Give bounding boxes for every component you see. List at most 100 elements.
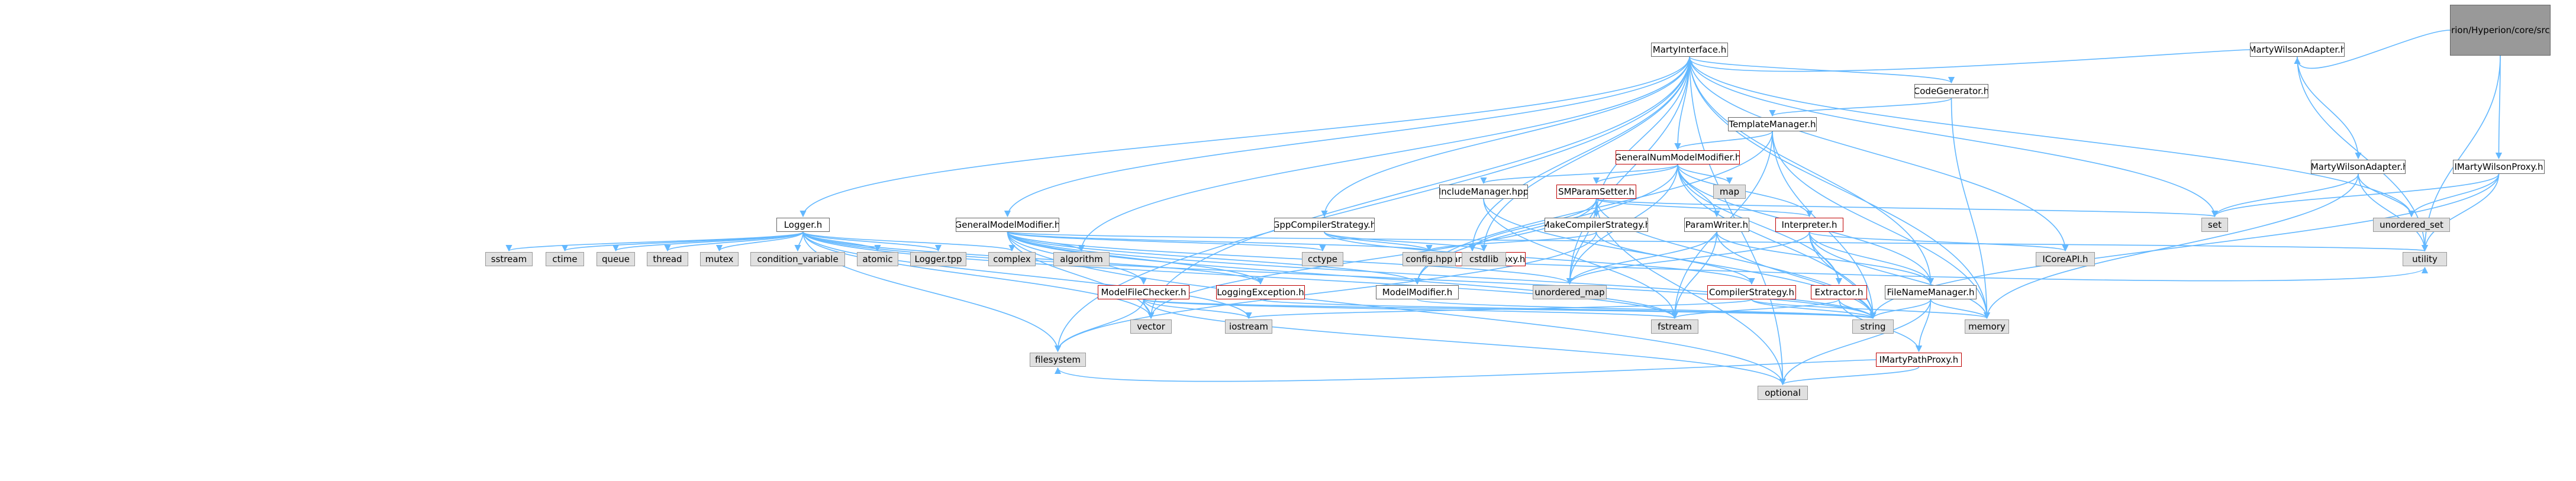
- edge-mi-umap: [1566, 56, 1690, 285]
- node-string[interactable]: string: [1852, 319, 1894, 334]
- node-label: ctime: [552, 254, 578, 264]
- edge-gnmm-smps: [1593, 164, 1678, 185]
- edge-mi-fnm: [1689, 56, 1935, 285]
- node-mcs[interactable]: MakeCompilerStrategy.h: [1545, 218, 1648, 232]
- edge-interp-icoreapi: [1808, 231, 2069, 252]
- root-label-line: /core/src/PhysicalModel/adapters: [2511, 25, 2550, 35]
- node-label: memory: [1968, 321, 2006, 332]
- node-incm[interactable]: IncludeManager.hpp: [1439, 185, 1528, 199]
- node-root[interactable]: /home/runner/work/Hyperion/Hyperion/Hype…: [2450, 5, 2551, 56]
- edge-pw-fstream: [1671, 231, 1717, 319]
- edge-mfc-optional: [1143, 299, 1786, 386]
- edge-mi-uset: [1689, 56, 2415, 218]
- node-pw[interactable]: ParamWriter.h: [1684, 218, 1749, 232]
- node-ctime[interactable]: ctime: [546, 252, 584, 266]
- node-atomic[interactable]: atomic: [857, 252, 898, 266]
- node-label: sstream: [491, 254, 527, 264]
- node-label: TemplateManager.h: [1729, 119, 1816, 130]
- node-label: queue: [602, 254, 630, 264]
- edge-interp-string: [1808, 231, 1877, 319]
- node-label: MartyInterface.h: [1652, 44, 1727, 55]
- edge-interp-memory: [1808, 231, 1991, 319]
- edge-logger-mutex: [716, 231, 804, 252]
- node-loggertpp[interactable]: Logger.tpp: [910, 252, 966, 266]
- node-mwa[interactable]: MartyWilsonAdapter.h: [2250, 43, 2345, 57]
- node-label: Extractor.h: [1814, 287, 1864, 298]
- node-label: IncludeManager.hpp: [1439, 186, 1528, 197]
- edge-gmm-umap: [1007, 231, 1573, 285]
- node-imwp[interactable]: IMartyWilsonProxy.h: [2453, 160, 2545, 174]
- edge-imwa-memory: [1983, 173, 2359, 319]
- node-cs[interactable]: CompilerStrategy.h: [1707, 285, 1796, 299]
- node-label: algorithm: [1060, 254, 1103, 264]
- edge-mwa-imwa: [2297, 56, 2362, 160]
- node-config[interactable]: config.hpp: [1403, 252, 1456, 266]
- node-fstream[interactable]: fstream: [1651, 319, 1698, 334]
- node-impxp[interactable]: IMartyPathProxy.h: [1876, 353, 1962, 367]
- node-uset[interactable]: unordered_set: [2373, 218, 2450, 232]
- node-icoreapi[interactable]: ICoreAPI.h: [2036, 252, 2095, 266]
- node-smps[interactable]: SMParamSetter.h: [1556, 185, 1636, 199]
- edge-mi-cstdlib: [1480, 56, 1690, 252]
- edge-gnmm-map: [1677, 164, 1733, 185]
- node-label: IMartyPathProxy.h: [1879, 354, 1959, 365]
- node-gnmm[interactable]: GeneralNumModelModifier.h: [1616, 150, 1740, 164]
- node-thread[interactable]: thread: [647, 252, 688, 266]
- node-le[interactable]: LoggingException.h: [1216, 285, 1305, 299]
- node-label: optional: [1765, 388, 1801, 398]
- edge-gcs-cs: [1324, 231, 1755, 285]
- node-iostream[interactable]: iostream: [1225, 319, 1272, 334]
- node-logger[interactable]: Logger.h: [776, 218, 830, 232]
- node-interp[interactable]: Interpreter.h: [1775, 218, 1843, 232]
- edge-gcs-cstdlib: [1324, 231, 1487, 252]
- node-label: CodeGenerator.h: [1914, 86, 1988, 96]
- edge-mi-set: [1689, 56, 2219, 218]
- node-filesystem[interactable]: filesystem: [1030, 353, 1086, 367]
- node-label: LoggingException.h: [1217, 287, 1304, 298]
- node-memory[interactable]: memory: [1965, 319, 2009, 334]
- edge-logger-thread: [664, 231, 804, 252]
- node-map[interactable]: map: [1713, 185, 1746, 199]
- edge-mi-gcs: [1321, 56, 1690, 218]
- node-mi[interactable]: MartyInterface.h: [1651, 43, 1728, 57]
- node-fnm[interactable]: FileNameManager.h: [1885, 285, 1977, 299]
- edge-logger-vector: [802, 231, 1155, 319]
- edge-mi-filesystem: [1054, 56, 1690, 353]
- node-mfc[interactable]: ModelFileChecker.h: [1098, 285, 1189, 299]
- node-imwa[interactable]: IMartyWilsonAdapter.h: [2311, 160, 2406, 174]
- node-mutex[interactable]: mutex: [700, 252, 739, 266]
- node-extractor[interactable]: Extractor.h: [1811, 285, 1867, 299]
- root-label-line: /Hyperion/Hyperion/Hyperion: [2450, 25, 2512, 35]
- node-cctype[interactable]: cctype: [1302, 252, 1343, 266]
- edge-mfc-iostream: [1143, 299, 1252, 319]
- node-label: Logger.tpp: [914, 254, 962, 264]
- edge-fnm-string: [1869, 299, 1932, 319]
- node-algorithm[interactable]: algorithm: [1053, 252, 1110, 266]
- node-sstream[interactable]: sstream: [485, 252, 533, 266]
- node-label: vector: [1137, 321, 1165, 332]
- node-gcs[interactable]: GppCompilerStrategy.h: [1274, 218, 1375, 232]
- edge-logger-queue: [612, 231, 804, 252]
- node-utility[interactable]: utility: [2403, 252, 2447, 266]
- node-cg[interactable]: CodeGenerator.h: [1914, 84, 1988, 98]
- edge-cs-memory: [1751, 299, 1990, 319]
- node-modmod[interactable]: ModelModifier.h: [1376, 285, 1459, 299]
- edge-gnmm-incm: [1480, 164, 1678, 185]
- node-optional[interactable]: optional: [1758, 386, 1808, 400]
- node-vector[interactable]: vector: [1130, 319, 1172, 334]
- node-umap[interactable]: unordered_map: [1533, 285, 1607, 299]
- edge-mi-algorithm: [1078, 56, 1690, 252]
- node-label: GeneralModelModifier.h: [956, 219, 1059, 230]
- node-label: unordered_set: [2380, 219, 2443, 230]
- node-queue[interactable]: queue: [597, 252, 635, 266]
- node-complex[interactable]: complex: [988, 252, 1036, 266]
- edge-tm-gnmm: [1674, 131, 1773, 150]
- edge-logger-complex: [802, 231, 1015, 252]
- node-tm[interactable]: TemplateManager.h: [1728, 117, 1817, 131]
- node-set[interactable]: set: [2201, 218, 2228, 232]
- node-gmm[interactable]: GeneralModelModifier.h: [956, 218, 1059, 232]
- node-cstdlib[interactable]: cstdlib: [1462, 252, 1506, 266]
- node-cv[interactable]: condition_variable: [750, 252, 845, 266]
- node-label: set: [2208, 219, 2222, 230]
